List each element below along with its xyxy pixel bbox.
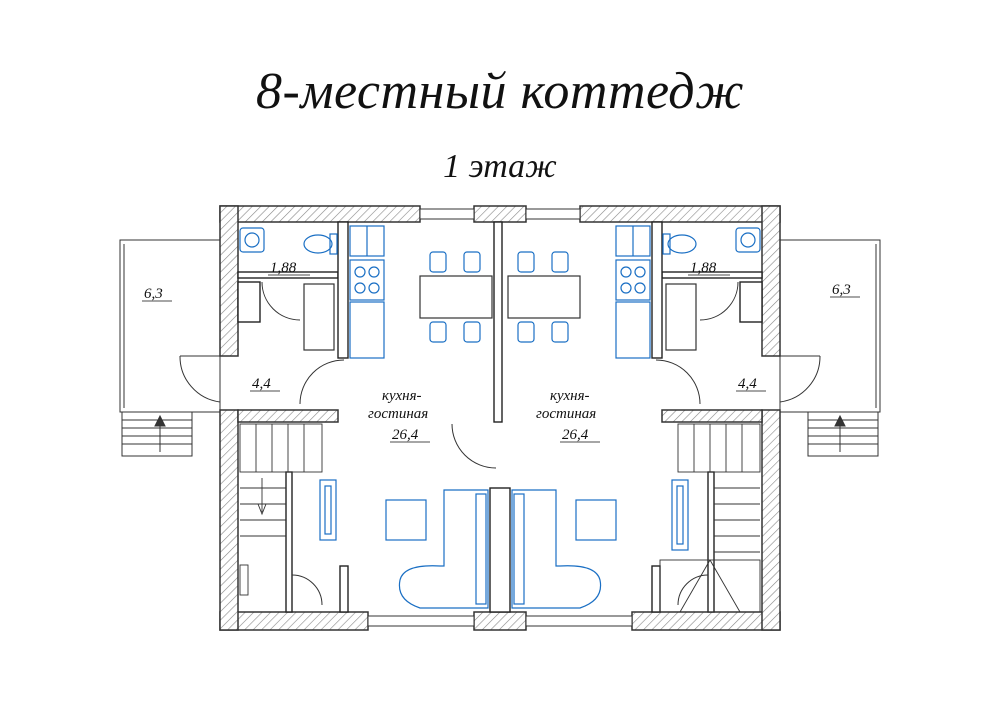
hall-left-area: 4,4: [252, 376, 271, 392]
toilet-left: [303, 234, 333, 254]
door-hall-left: [299, 359, 345, 405]
door-stair-left: [291, 574, 323, 606]
stairs-left: [239, 423, 323, 596]
coffee-table-left: [385, 499, 427, 541]
terrace-right: [779, 239, 881, 413]
living-left-area: 26,4: [392, 427, 419, 443]
stairs-right: [659, 423, 761, 613]
stove-right: [615, 259, 651, 301]
door-entrance-left: [179, 355, 221, 403]
armchair-right: [665, 283, 697, 351]
wall-bottom-right: [631, 611, 781, 631]
wall-hall-left: [237, 409, 339, 423]
living-left-name-2: гостиная: [368, 406, 428, 422]
doors: [179, 281, 821, 606]
dining-table-right: [507, 275, 581, 319]
door-stair-right: [677, 574, 709, 606]
dining-table-left: [419, 275, 493, 319]
tv-left: [319, 479, 337, 541]
stove-left: [349, 259, 385, 301]
door-wc-right: [699, 281, 739, 321]
porch-steps-left: [121, 411, 193, 457]
door-hall-right: [655, 359, 701, 405]
sofa-right: [511, 489, 602, 609]
toilet-right: [667, 234, 697, 254]
door-center: [451, 423, 497, 469]
wall-left-lower: [219, 409, 239, 631]
terrace-left-area: 6,3: [144, 286, 163, 302]
wc-side-right: [651, 221, 663, 359]
terraces: [119, 239, 881, 457]
stair-wall-left: [285, 471, 293, 613]
living-right-name-2: гостиная: [536, 406, 596, 422]
terrace-right-area: 6,3: [832, 282, 851, 298]
door-wc-left: [261, 281, 301, 321]
coffee-table-right: [575, 499, 617, 541]
wc-side-left: [337, 221, 349, 359]
wall-bottom-left: [219, 611, 369, 631]
fixtures-right: [507, 225, 761, 609]
armchair-left: [303, 283, 335, 351]
sink-left: [239, 227, 265, 253]
hall-right-area: 4,4: [738, 376, 757, 392]
party-wall-lower: [489, 487, 511, 613]
wall-right-upper: [761, 205, 781, 357]
wc-right-area: 1,88: [690, 260, 717, 276]
living-right-area: 26,4: [562, 427, 589, 443]
window-bottom-right: [525, 615, 633, 627]
window-top-right: [525, 208, 581, 220]
window-top-left: [419, 208, 475, 220]
party-wall-upper: [493, 221, 503, 423]
post-right: [651, 565, 661, 613]
living-left-name-1: кухня-: [382, 388, 422, 404]
wall-top-center: [473, 205, 527, 223]
wall-top-right: [579, 205, 781, 223]
tv-right: [671, 479, 689, 551]
wall-bottom-center: [473, 611, 527, 631]
porch-steps-right: [807, 411, 879, 457]
hall-post-left: [237, 281, 261, 323]
wc-left-area: 1,88: [270, 260, 297, 276]
wall-top-left: [219, 205, 421, 223]
door-entrance-right: [779, 355, 821, 403]
wall-left-upper: [219, 205, 239, 357]
window-bottom-left: [367, 615, 475, 627]
room-labels: 1,88 1,88 6,3 6,3 4,4 4,4 кухня- гостина…: [142, 260, 860, 443]
counter-left: [349, 301, 385, 359]
terrace-left: [119, 239, 221, 413]
fixtures-left: [239, 225, 493, 609]
plan-title: 8-местный коттедж: [256, 63, 744, 120]
windows: [367, 208, 633, 627]
wall-hall-right: [661, 409, 763, 423]
sink-right: [735, 227, 761, 253]
hall-post-right: [739, 281, 763, 323]
living-right-name-1: кухня-: [550, 388, 590, 404]
stair-wall-right: [707, 471, 715, 613]
post-left: [339, 565, 349, 613]
wall-right-lower: [761, 409, 781, 631]
counter-right: [615, 301, 651, 359]
sofa-left: [398, 489, 489, 609]
floor-label: 1 этаж: [443, 148, 557, 185]
